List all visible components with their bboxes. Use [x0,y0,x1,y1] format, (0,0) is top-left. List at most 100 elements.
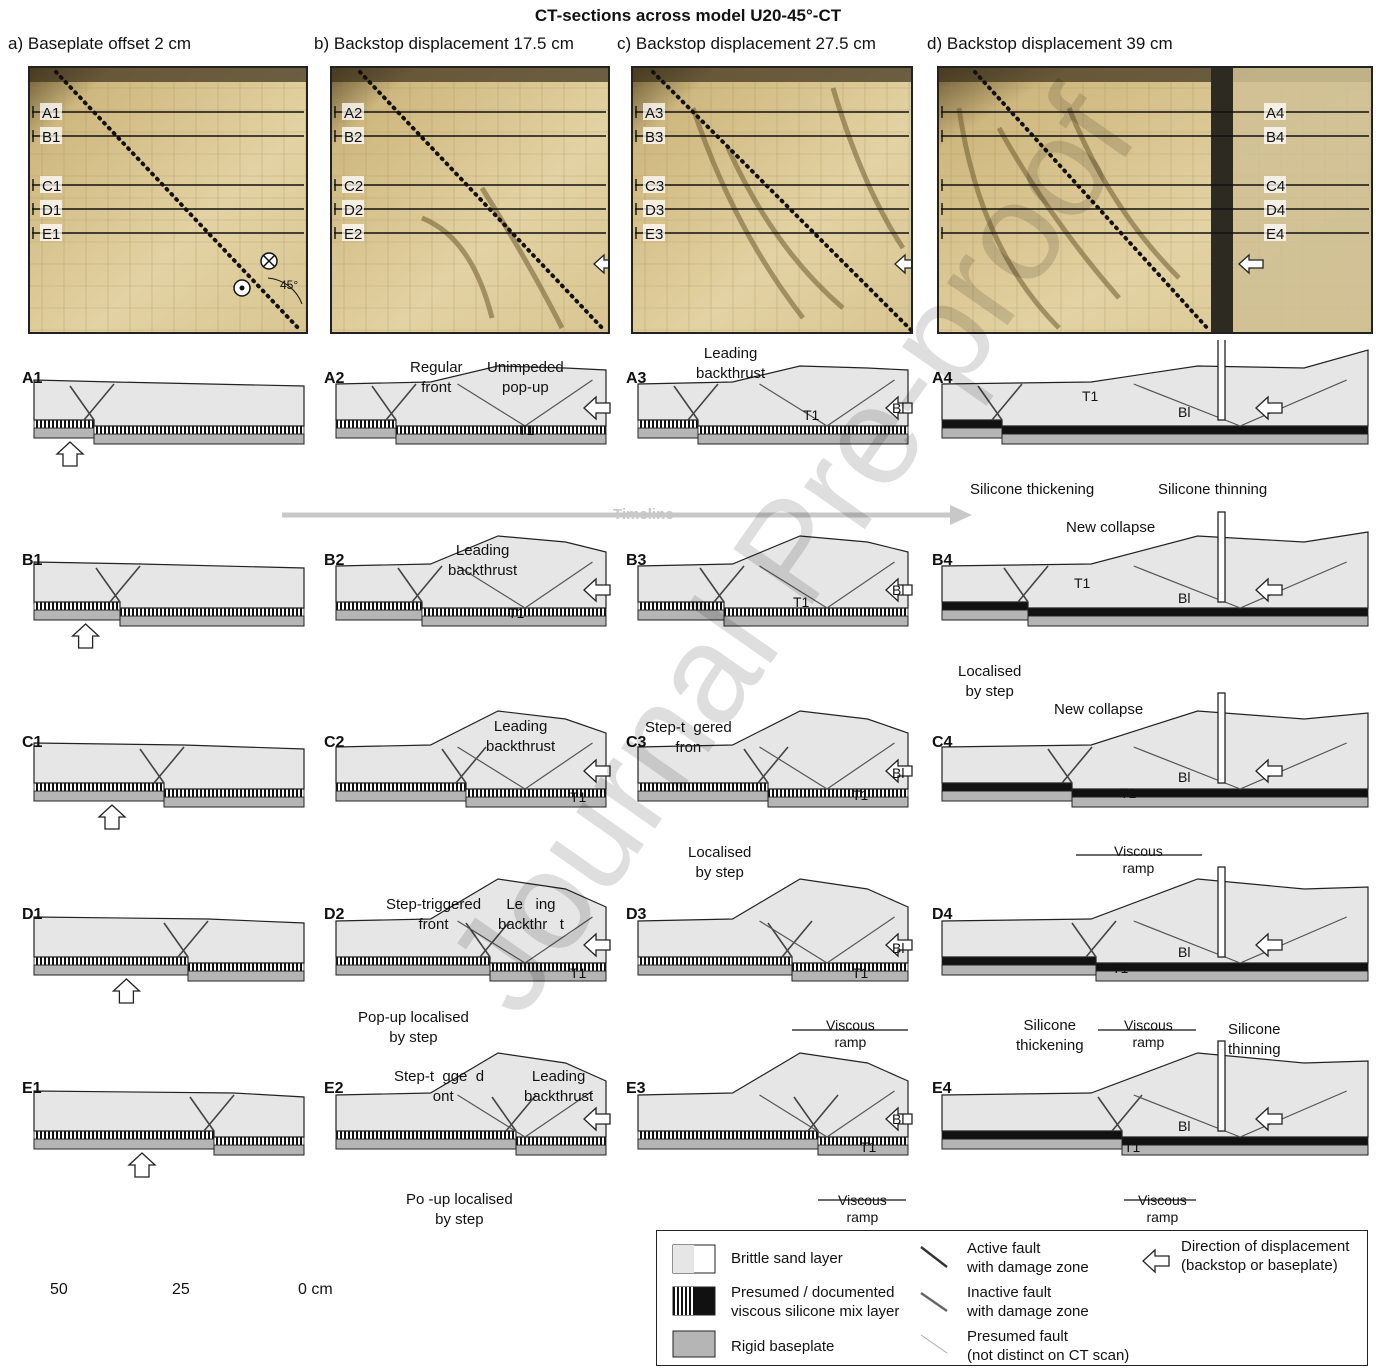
baseplate-right [93,433,305,445]
diagonal-section-trace [973,70,1211,332]
baseplate-left [335,427,397,439]
backstop-arrow [885,577,913,603]
section-label: A2 [324,370,345,387]
fault [826,742,895,790]
legend-active-fault [920,1246,948,1268]
baseplate-right [119,615,305,627]
section-label: B2 [324,552,345,569]
section-D4 [941,866,1369,982]
backstop-arrow [885,395,913,421]
sand-layer [941,1052,1369,1138]
photo-background [633,68,911,332]
section-line-label: B4 [1266,129,1284,146]
section-label-bg [342,200,364,217]
section-label: E3 [626,1080,646,1097]
fault [491,1096,517,1132]
fault [743,748,769,784]
ann-new-collapse-c4: New collapse [1054,701,1144,718]
legend-active: Active fault with damage zone [967,1240,1089,1276]
ann-step-triggered-e2: Step-t gge d ont [394,1068,485,1105]
section-label-bg [40,127,62,144]
scale-0: 0 cm [298,1281,333,1298]
baseplate-arrow [55,441,85,467]
silicone-right [791,962,909,972]
diagonal-section-trace [651,70,911,332]
section-B2 [335,535,611,627]
baseplate-arrow [111,978,142,1004]
section-C1 [33,742,305,830]
baseplate-right [723,615,909,627]
backstop-arrow [583,395,611,421]
silicone-right [1095,962,1369,972]
section-label: E1 [22,1080,42,1097]
fault [457,1094,526,1138]
fault [1239,1090,1347,1138]
sand-layer [335,710,607,790]
section-label-bg [1264,224,1286,241]
silicone-left [335,956,491,966]
baseplate-left [33,790,165,802]
ann-localised-c3: Localised by step [688,844,752,881]
section-label-bg [643,176,665,193]
baseplate-right [1095,970,1369,982]
col-b-title: b) Backstop displacement 17.5 cm [314,34,574,53]
baseplate-left [637,609,725,621]
baseplate-right [767,796,909,808]
unit-label-t1: T1 [518,422,535,438]
sand-layer [335,365,607,427]
silicone-left [941,1130,1123,1140]
legend-baseplate: Rigid baseplate [731,1338,835,1355]
sand-layer [941,878,1369,964]
unit-label-t1: T1 [508,605,525,621]
sand-layer [941,349,1369,427]
backstop-arrow [885,932,913,958]
sand-layer [335,878,607,964]
unit-label-t1: T1 [1082,388,1099,404]
fault [1071,922,1097,958]
section-label: E4 [932,1080,952,1097]
section-line-label: A4 [1266,105,1284,122]
backstop-arrow [583,577,611,603]
fault-trace [690,107,805,320]
fault [1239,379,1347,427]
legend-direction: Direction of displacement (backstop or b… [1181,1238,1350,1274]
section-C4 [941,692,1369,808]
sand-layer [637,1052,909,1138]
legend-baseplate-swatch [672,1330,716,1358]
silicone-right [93,425,305,435]
silicone-right [119,607,305,617]
silicone-right [489,962,607,972]
figure-title: CT-sections across model U20-45°-CT [534,6,842,25]
baseplate-left [941,427,1003,439]
fault [163,922,189,958]
unit-label-bl: Bl [892,765,905,781]
legend-sand-grey [673,1245,694,1273]
silicone-left [335,419,397,429]
fault [95,567,121,603]
fault [139,748,165,784]
baseplate-left [941,964,1097,976]
silicone-right [213,1136,305,1146]
section-E1 [33,1090,305,1178]
silicone-left [33,601,121,611]
section-label-bg [643,200,665,217]
backstop-arrow [583,758,611,784]
fault [69,385,95,421]
unit-label-bl: Bl [892,582,905,598]
section-label-bg [40,103,62,120]
section-label-bg [342,103,364,120]
section-label: A1 [22,370,43,387]
ann-leading-backthrust-a3: Leading backthrust [696,345,766,382]
section-A1 [33,379,305,467]
ann-viscous-ramp-d3: Viscous ramp [826,1017,875,1050]
photo-top-shadow [332,68,608,82]
baseplate-left [637,790,769,802]
baseplate-left [335,609,423,621]
baseplate-left [637,1138,819,1150]
backstop-plate [1217,1040,1226,1132]
unit-label-bl: Bl [892,1111,905,1127]
section-line-label: C4 [1266,178,1285,195]
